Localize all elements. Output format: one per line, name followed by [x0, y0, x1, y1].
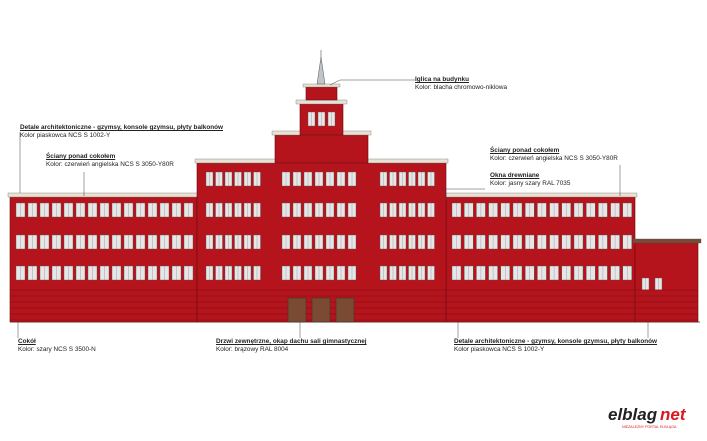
annotation-doors: Drzwi zewnętrzne, okap dachu sali gimnas…: [216, 338, 367, 353]
svg-text:NIEZALEŻNY PORTAL ELBLĄGA: NIEZALEŻNY PORTAL ELBLĄGA: [622, 424, 677, 429]
annotation-arch-top-left: Detale architektoniczne - gzymsy, konsol…: [20, 124, 224, 139]
svg-text:net: net: [660, 405, 687, 424]
leader-lines: [17, 79, 649, 338]
entrance-doors: [287, 297, 355, 323]
spire-shape: [316, 56, 326, 85]
annotation-arch-bottom-right: Detale architektoniczne - gzymsy, konsol…: [454, 338, 658, 353]
svg-text:elblag: elblag: [608, 405, 658, 424]
elblag-net-logo: elblag net NIEZALEŻNY PORTAL ELBLĄGA: [606, 400, 696, 434]
